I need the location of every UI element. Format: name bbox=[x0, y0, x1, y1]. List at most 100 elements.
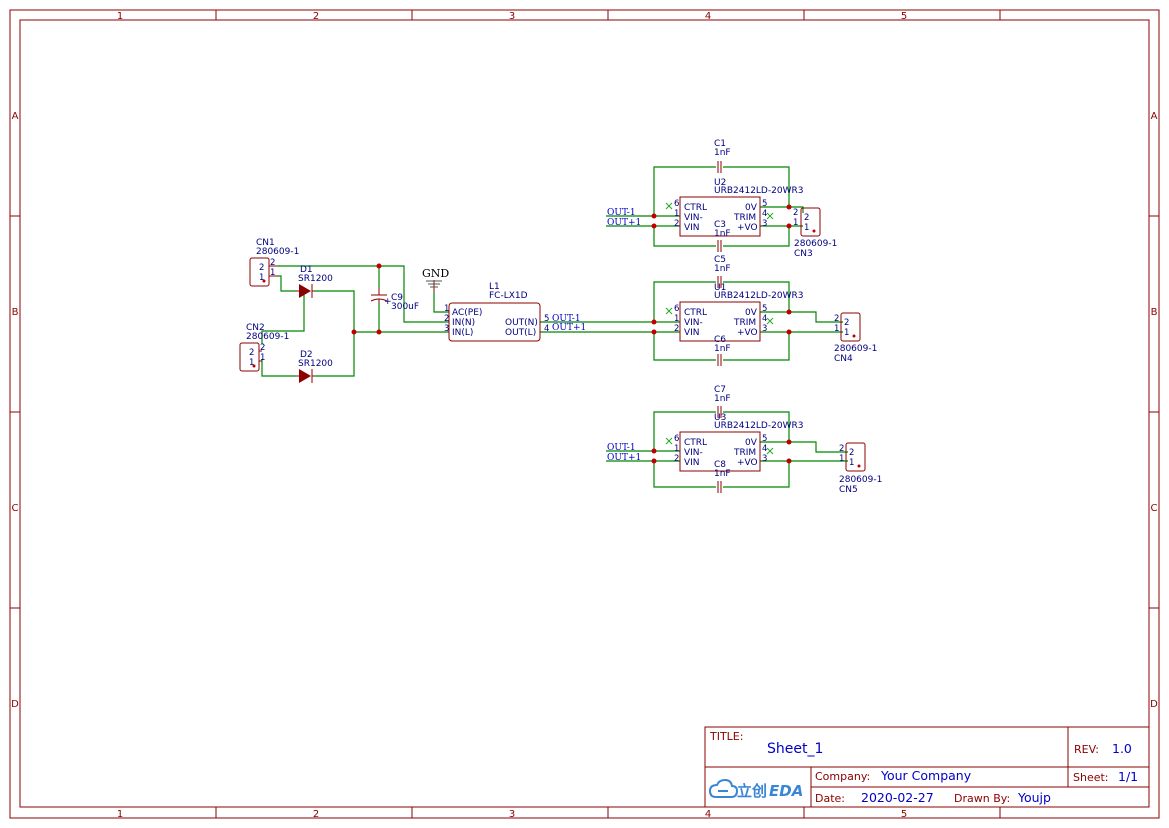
u3-pin-0v: 0V bbox=[745, 438, 758, 448]
u2-pin-0v: 0V bbox=[745, 203, 758, 213]
d2-ref: D2 bbox=[300, 350, 313, 360]
cn1-pin-2: 2 bbox=[259, 263, 264, 273]
c7-value: 1nF bbox=[714, 394, 731, 404]
cn2-pin-1: 1 bbox=[249, 358, 254, 368]
u2-pin-vin: VIN bbox=[684, 223, 700, 233]
cn3-value: 280609-1 bbox=[794, 239, 837, 249]
d1-value: SR1200 bbox=[298, 274, 333, 284]
cn5-pin-num-1: 1 bbox=[839, 454, 844, 464]
no-connect-icon bbox=[766, 317, 774, 325]
junction bbox=[651, 223, 657, 229]
no-connect-icon bbox=[665, 437, 673, 445]
wires bbox=[261, 166, 848, 488]
cn2-ref: CN2 bbox=[246, 323, 265, 333]
cn5-ref: CN5 bbox=[839, 485, 858, 495]
u2-pin-num-5: 5 bbox=[762, 199, 767, 209]
diode-d2[interactable]: D2 SR1200 bbox=[296, 350, 333, 383]
u2-pin-vo: +VO bbox=[737, 223, 758, 233]
junction bbox=[351, 329, 357, 335]
capacitor-c7[interactable]: C7 1nF bbox=[714, 385, 731, 418]
d2-value: SR1200 bbox=[298, 359, 333, 369]
u1-value: URB2412LD-20WR3 bbox=[714, 291, 803, 301]
cn4-ref: CN4 bbox=[834, 354, 853, 364]
capacitor-c1[interactable]: C1 1nF bbox=[714, 139, 731, 173]
net-label-out-minus-bottom: OUT-1 bbox=[607, 443, 636, 453]
filter-l1[interactable]: L1 FC-LX1D AC(PE) IN(N) IN(L) 1 2 3 OUT(… bbox=[444, 282, 549, 342]
u2-pin-num-6: 6 bbox=[674, 199, 679, 209]
connector-cn3[interactable]: 2 1 2 1 280609-1 CN3 bbox=[793, 207, 837, 259]
l1-pin-num-2: 2 bbox=[444, 314, 449, 324]
junction bbox=[786, 309, 792, 315]
junction bbox=[651, 213, 657, 219]
junction bbox=[651, 329, 657, 335]
connector-cn1[interactable]: CN1 280609-1 2 1 2 1 bbox=[249, 238, 299, 287]
col-label-bottom-3: 3 bbox=[509, 809, 515, 820]
col-label-bottom-4: 4 bbox=[705, 809, 711, 820]
cn3-pin-num-2: 2 bbox=[793, 208, 798, 218]
diode-d1[interactable]: D1 SR1200 bbox=[296, 265, 333, 298]
connector-cn5[interactable]: 2 1 2 1 280609-1 CN5 bbox=[839, 442, 882, 495]
junction bbox=[376, 263, 382, 269]
c9-value: 300uF bbox=[391, 302, 419, 312]
u2-pin-num-1: 1 bbox=[674, 209, 679, 219]
u3-pin-num-4: 4 bbox=[762, 444, 767, 454]
u1-pin-vin: VIN bbox=[684, 328, 700, 338]
l1-pin-num-4: 4 bbox=[544, 324, 549, 334]
title-label: TITLE: bbox=[709, 730, 743, 743]
col-label-top-2: 2 bbox=[313, 11, 319, 22]
u3-pin-num-5: 5 bbox=[762, 434, 767, 444]
u2-pin-num-4: 4 bbox=[762, 209, 767, 219]
converter-u1[interactable]: U1 URB2412LD-20WR3 CTRL VIN- VIN 6 1 2 0… bbox=[665, 283, 803, 342]
cn2-pin-num-2: 2 bbox=[260, 343, 265, 353]
sheet-label: Sheet: bbox=[1073, 771, 1109, 784]
capacitor-c8[interactable]: C8 1nF bbox=[714, 460, 731, 493]
gnd-symbol: GND bbox=[422, 267, 449, 292]
u1-pin-num-3: 3 bbox=[762, 324, 767, 334]
converter-u3[interactable]: U3 URB2412LD-20WR3 CTRL VIN- VIN 6 1 2 0… bbox=[665, 413, 803, 472]
cn1-value: 280609-1 bbox=[256, 247, 299, 257]
l1-pin-acpe: AC(PE) bbox=[452, 308, 482, 318]
u2-pin-num-2: 2 bbox=[674, 219, 679, 229]
u3-pin-trim: TRIM bbox=[733, 448, 756, 458]
capacitor-c6[interactable]: C6 1nF bbox=[714, 335, 731, 366]
cn2-value: 280609-1 bbox=[246, 332, 289, 342]
connector-cn4[interactable]: 2 1 2 1 280609-1 CN4 bbox=[834, 312, 877, 364]
d1-ref: D1 bbox=[300, 265, 313, 275]
c7-ref: C7 bbox=[714, 385, 726, 395]
u1-pin-ctrl: CTRL bbox=[684, 308, 707, 318]
c6-ref: C6 bbox=[714, 335, 726, 345]
u3-pin-num-3: 3 bbox=[762, 454, 767, 464]
gnd-label: GND bbox=[422, 267, 449, 280]
col-label-bottom-1: 1 bbox=[117, 809, 123, 820]
col-label-top-3: 3 bbox=[509, 11, 515, 22]
row-label-right-a: A bbox=[1151, 111, 1158, 122]
junction bbox=[786, 204, 792, 210]
col-label-top-1: 1 bbox=[117, 11, 123, 22]
converter-u2[interactable]: U2 URB2412LD-20WR3 CTRL VIN- VIN 6 1 2 0… bbox=[665, 178, 803, 237]
u3-pin-vo: +VO bbox=[737, 458, 758, 468]
capacitor-c9[interactable]: + C9 300uF bbox=[370, 288, 419, 312]
l1-pin-outn: OUT(N) bbox=[505, 318, 538, 328]
u3-pin-num-1: 1 bbox=[674, 444, 679, 454]
u1-pin-vin-minus: VIN- bbox=[684, 318, 703, 328]
row-label-left-b: B bbox=[12, 307, 19, 318]
junction bbox=[651, 448, 657, 454]
no-connect-icon bbox=[665, 202, 673, 210]
u3-pin-num-6: 6 bbox=[674, 434, 679, 444]
u1-pin-trim: TRIM bbox=[733, 318, 756, 328]
l1-ref: L1 bbox=[489, 282, 500, 292]
cn5-pin-2: 2 bbox=[849, 448, 854, 458]
cn4-pin-2: 2 bbox=[844, 318, 849, 328]
row-label-left-d: D bbox=[11, 699, 19, 710]
c3-ref: C3 bbox=[714, 220, 726, 230]
connector-cn2[interactable]: CN2 280609-1 2 1 2 1 bbox=[239, 323, 289, 372]
capacitor-c3[interactable]: C3 1nF bbox=[714, 220, 731, 252]
u2-pin-trim: TRIM bbox=[733, 213, 756, 223]
capacitor-c5[interactable]: C5 1nF bbox=[714, 255, 731, 288]
row-label-left-a: A bbox=[12, 111, 19, 122]
cn3-pin-1: 1 bbox=[804, 223, 809, 233]
l1-pin-num-1: 1 bbox=[444, 304, 449, 314]
col-label-bottom-5: 5 bbox=[901, 809, 907, 820]
cn3-ref: CN3 bbox=[794, 249, 813, 259]
u1-pin-num-1: 1 bbox=[674, 314, 679, 324]
